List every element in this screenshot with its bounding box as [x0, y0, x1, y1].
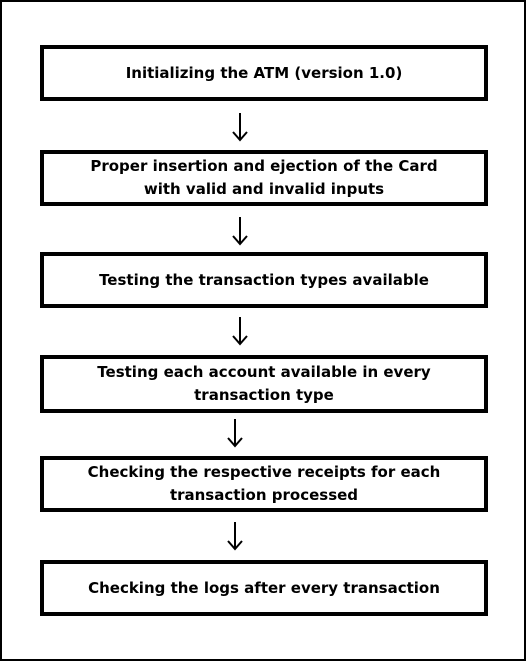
arrow-down-icon — [227, 522, 243, 551]
step-1-box: Initializing the ATM (version 1.0) — [40, 45, 488, 101]
arrow-down-icon — [227, 419, 243, 448]
step-3-box: Testing the transaction types available — [40, 252, 488, 308]
step-3-label: Testing the transaction types available — [99, 270, 429, 289]
step-5-box: Checking the respective receipts for eac… — [40, 456, 488, 512]
step-1-label: Initializing the ATM (version 1.0) — [125, 63, 403, 82]
step-4-box: Testing each account available in every … — [40, 355, 488, 413]
step-4-label: Testing each account available in every … — [97, 363, 431, 404]
arrow-down-icon — [232, 317, 248, 346]
step-2-box: Proper insertion and ejection of the Car… — [40, 150, 488, 206]
arrow-down-icon — [232, 113, 248, 142]
step-5-label: Checking the respective receipts for eac… — [87, 463, 441, 504]
step-2-label: Proper insertion and ejection of the Car… — [90, 157, 438, 198]
step-6-label: Checking the logs after every transactio… — [88, 578, 440, 597]
step-6-box: Checking the logs after every transactio… — [40, 560, 488, 616]
arrow-down-icon — [232, 217, 248, 246]
